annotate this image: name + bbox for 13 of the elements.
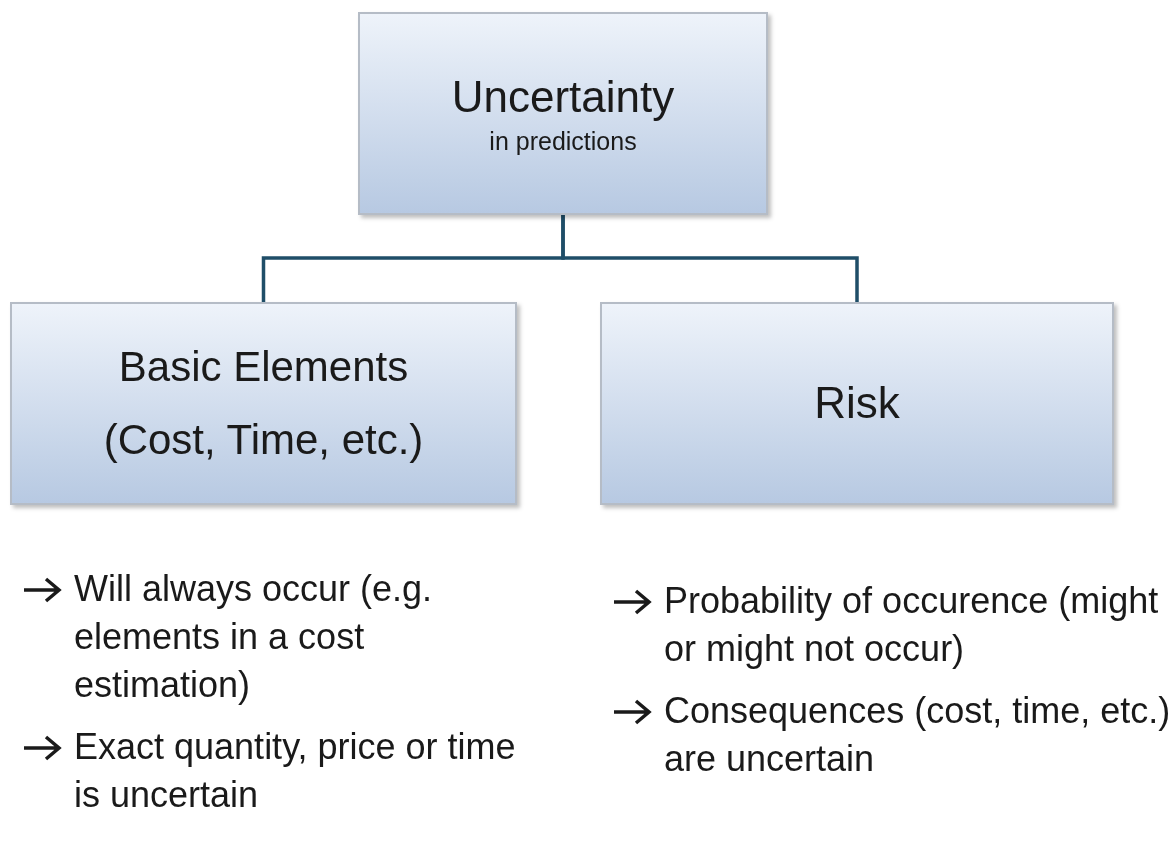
- hierarchy-box: [10, 302, 517, 505]
- hierarchy-box: [600, 302, 1114, 505]
- box-title: Risk: [814, 377, 900, 430]
- bullet-text: Will always occur (e.g. elements in a cost estimation): [74, 567, 434, 707]
- box-title: Basic Elements: [118, 342, 409, 393]
- bullet-text: Consequences (cost, time, etc.) are uncertain: [664, 689, 1172, 781]
- box-subtitle: in predictions: [489, 125, 637, 156]
- connector-line: [561, 215, 859, 302]
- box-title: Uncertainty: [451, 71, 675, 124]
- hierarchy-box: [358, 12, 768, 215]
- box-subtitle: (Cost, Time, etc.): [103, 414, 424, 465]
- bullet-text: Exact quantity, price or time is uncertain: [74, 725, 517, 817]
- bullet-text: Probability of occurence (might or might not occur): [664, 579, 1160, 671]
